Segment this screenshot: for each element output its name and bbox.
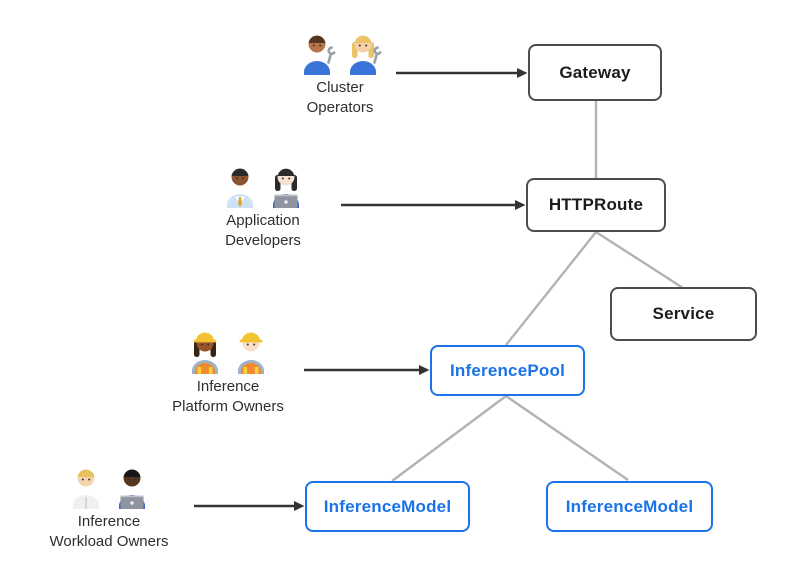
edge-httproute-service (595, 230, 684, 290)
man-technologist-emoji (112, 463, 152, 509)
man-mechanic-emoji (297, 29, 337, 75)
man-construction-worker-emoji (231, 328, 271, 374)
node-inferencemodel-left: InferenceModel (305, 481, 470, 532)
actor-inference-platform-owners: Inference Platform Owners (143, 327, 313, 418)
actor-icons (297, 28, 383, 75)
actor-icons (66, 462, 152, 509)
actor-icons (185, 327, 271, 374)
woman-mechanic-emoji (343, 29, 383, 75)
node-label: InferenceModel (323, 496, 452, 516)
node-label: InferenceModel (565, 496, 694, 516)
node-label: HTTPRoute (548, 195, 644, 214)
edge-httproute-inferencepool (505, 231, 597, 346)
actor-icons (220, 161, 306, 208)
woman-construction-worker-emoji (185, 328, 225, 374)
node-inferencepool: InferencePool (430, 345, 585, 396)
node-label: Service (652, 304, 715, 323)
woman-technologist-emoji (266, 162, 306, 208)
node-label: InferencePool (449, 360, 566, 380)
edge-inferencepool-inferencemodel-left (391, 395, 507, 482)
actor-cluster-operators: Cluster Operators (270, 28, 410, 119)
node-label: Gateway (559, 62, 631, 82)
edge-inferencepool-inferencemodel-right (505, 395, 629, 481)
node-inferencemodel-right: InferenceModel (546, 481, 713, 532)
node-gateway: Gateway (528, 44, 662, 101)
actor-application-developers: Application Developers (193, 161, 333, 252)
actor-label: Inference Platform Owners (172, 378, 284, 416)
man-office-worker-emoji (220, 162, 260, 208)
actor-label: Cluster Operators (306, 79, 374, 117)
actor-label: Inference Workload Owners (49, 513, 169, 551)
actor-inference-workload-owners: Inference Workload Owners (24, 462, 194, 553)
node-httproute: HTTPRoute (526, 178, 666, 232)
node-service: Service (610, 287, 757, 341)
health-worker-emoji (66, 463, 106, 509)
actor-label: Application Developers (225, 212, 301, 250)
